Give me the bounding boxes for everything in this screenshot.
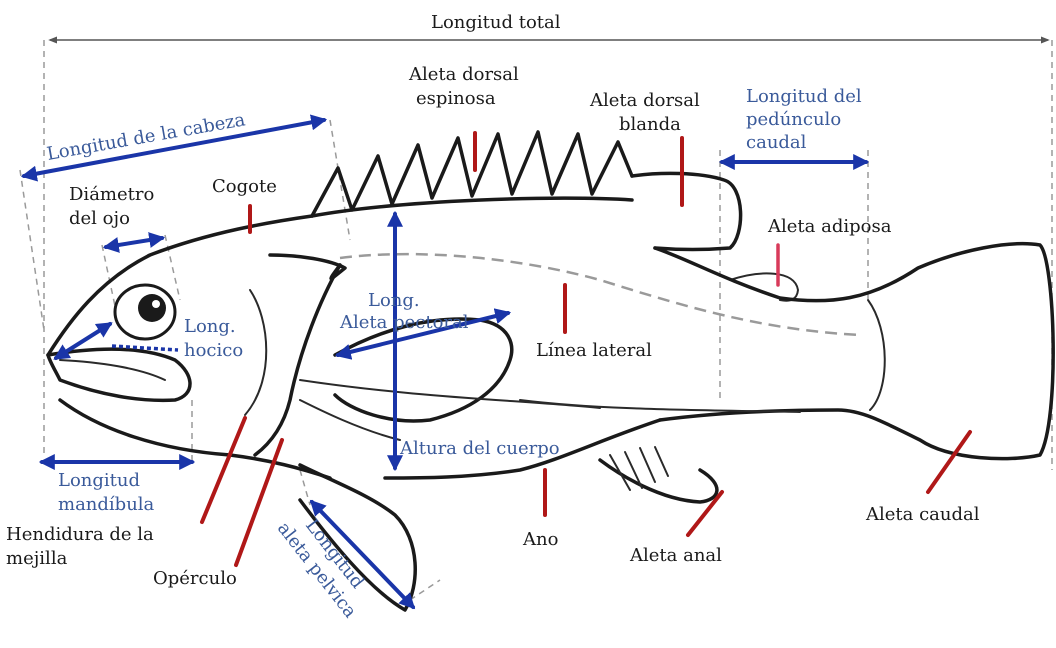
label-caudal-fin: Aleta caudal <box>865 504 980 525</box>
label-nape: Cogote <box>212 176 277 197</box>
label-lateral-line: Línea lateral <box>536 340 652 361</box>
label-anus: Ano <box>522 529 558 550</box>
adipose-fin <box>730 273 798 300</box>
label-eye-diameter: Diámetro del ojo <box>69 184 160 229</box>
label-anal-fin: Aleta anal <box>629 545 722 566</box>
label-soft-dorsal: Aleta dorsal blanda <box>589 90 706 135</box>
label-total-length: Longitud total <box>431 12 561 33</box>
operculum <box>270 255 345 279</box>
label-pectoral-length: Long. Aleta pectoral <box>339 290 469 333</box>
label-operculum: Opérculo <box>153 568 237 589</box>
spiny-dorsal-fin <box>312 132 632 216</box>
label-peduncle-length: Longitud del pedúnculo caudal <box>746 86 867 153</box>
label-spiny-dorsal: Aleta dorsal espinosa <box>408 64 525 109</box>
label-adipose-fin: Aleta adiposa <box>767 216 892 237</box>
label-snout-length: Long. hocico <box>184 316 243 361</box>
label-cheek-cleft: Hendidura de la mejilla <box>6 524 160 569</box>
label-pelvic-length: Longitud aleta pelvica <box>273 503 380 622</box>
label-mandible-length: Longitud mandíbula <box>58 470 155 515</box>
label-head-length: Longitud de la cabeza <box>45 109 247 165</box>
mouth <box>48 349 190 400</box>
soft-dorsal-fin <box>632 173 741 249</box>
label-body-depth: Altura del cuerpo <box>399 438 560 459</box>
